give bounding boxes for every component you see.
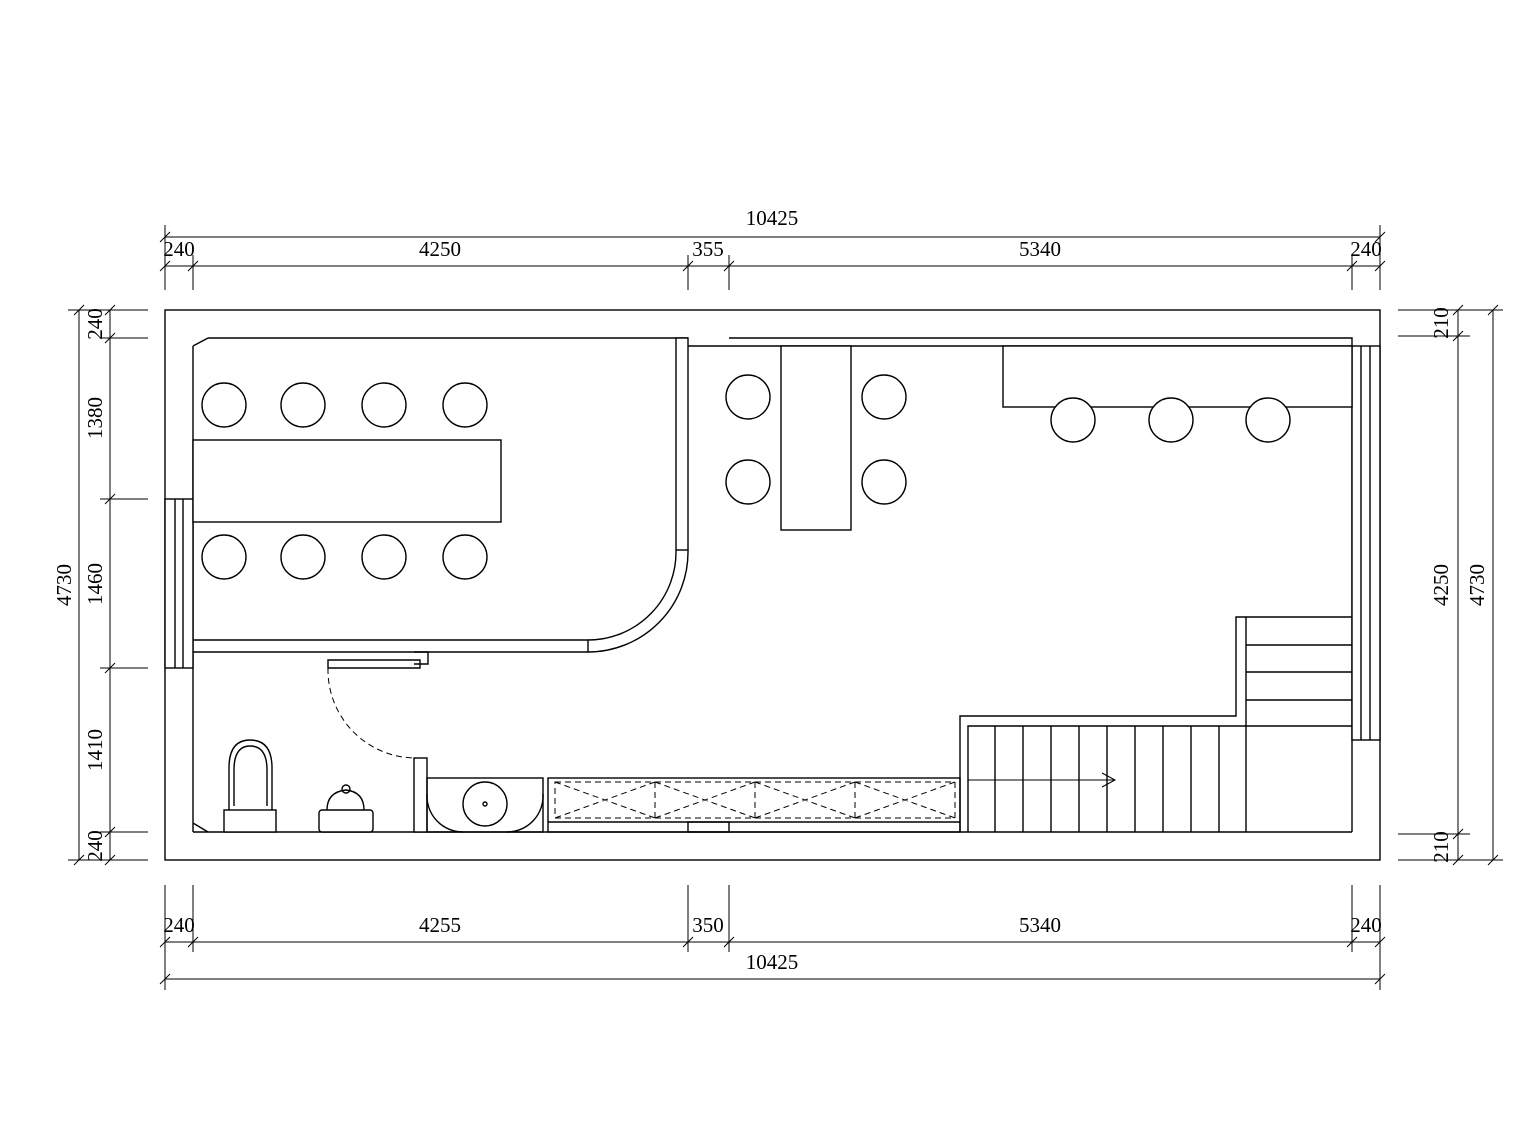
dim-top-seg-1: 240: [163, 237, 195, 261]
chair: [201, 382, 247, 428]
dim-top-total: 10425: [746, 206, 799, 230]
chair: [361, 534, 407, 580]
storage-counter: [547, 777, 961, 833]
bathroom-door-leaf: [327, 651, 429, 669]
dim-left-seg-2: 1380: [83, 397, 107, 439]
toilet: [223, 739, 277, 833]
dim-top-seg-3: 355: [692, 237, 724, 261]
chair: [725, 374, 771, 420]
meeting-room-wall-right: [675, 337, 689, 551]
right-dimension-chain: 210 4250 210 4730: [1398, 304, 1503, 866]
dim-bottom-seg-3: 350: [692, 913, 724, 937]
bottom-dimension-chain: 240 4255 350 5340 240 10425: [159, 885, 1386, 990]
window-left: [164, 498, 194, 669]
sink-cabinet: [426, 777, 544, 833]
chair: [280, 382, 326, 428]
window-right: [1351, 345, 1381, 741]
dim-left-total: 4730: [52, 564, 76, 606]
bar-stool: [1245, 397, 1291, 443]
work-area: [688, 345, 1353, 531]
dim-left-seg-4: 1410: [83, 729, 107, 771]
dim-right-seg-2: 4250: [1429, 564, 1453, 606]
dim-bottom-seg-4: 5340: [1019, 913, 1061, 937]
staircase: [959, 616, 1352, 832]
dim-left-seg-3: 1460: [83, 563, 107, 605]
chair: [361, 382, 407, 428]
dim-bottom-seg-2: 4255: [419, 913, 461, 937]
dim-right-seg-1: 210: [1429, 307, 1453, 339]
basin: [318, 784, 374, 833]
bathroom-partition: [413, 757, 428, 833]
meeting-room: [192, 337, 689, 653]
bar-stool: [1148, 397, 1194, 443]
chair: [442, 382, 488, 428]
dim-top-seg-5: 240: [1350, 237, 1382, 261]
curved-glass-outer: [587, 549, 689, 653]
dim-bottom-seg-5: 240: [1350, 913, 1382, 937]
chair: [725, 459, 771, 505]
bar-stool: [1050, 397, 1096, 443]
meeting-table: [192, 439, 502, 523]
dim-left-seg-5: 240: [83, 830, 107, 862]
bathroom: [223, 651, 429, 833]
left-dimension-chain: 4730 240 1380 1460 1410 240: [52, 304, 148, 866]
curved-glass-inner: [587, 549, 677, 641]
chair: [201, 534, 247, 580]
chair: [861, 374, 907, 420]
dim-top-seg-4: 5340: [1019, 237, 1061, 261]
meeting-room-wall-bottom: [193, 639, 589, 653]
dim-right-seg-3: 210: [1429, 831, 1453, 863]
door-swing: [327, 667, 415, 759]
chair: [442, 534, 488, 580]
bar-counter: [1002, 345, 1353, 408]
chair: [861, 459, 907, 505]
dim-bottom-seg-1: 240: [163, 913, 195, 937]
chair: [280, 534, 326, 580]
work-table: [780, 345, 852, 531]
dim-bottom-total: 10425: [746, 950, 799, 974]
dim-top-seg-2: 4250: [419, 237, 461, 261]
dim-left-seg-1: 240: [83, 308, 107, 340]
dim-right-total: 4730: [1465, 564, 1489, 606]
top-dimension-chain: 10425 240 4250 355 5340 240: [159, 206, 1386, 290]
